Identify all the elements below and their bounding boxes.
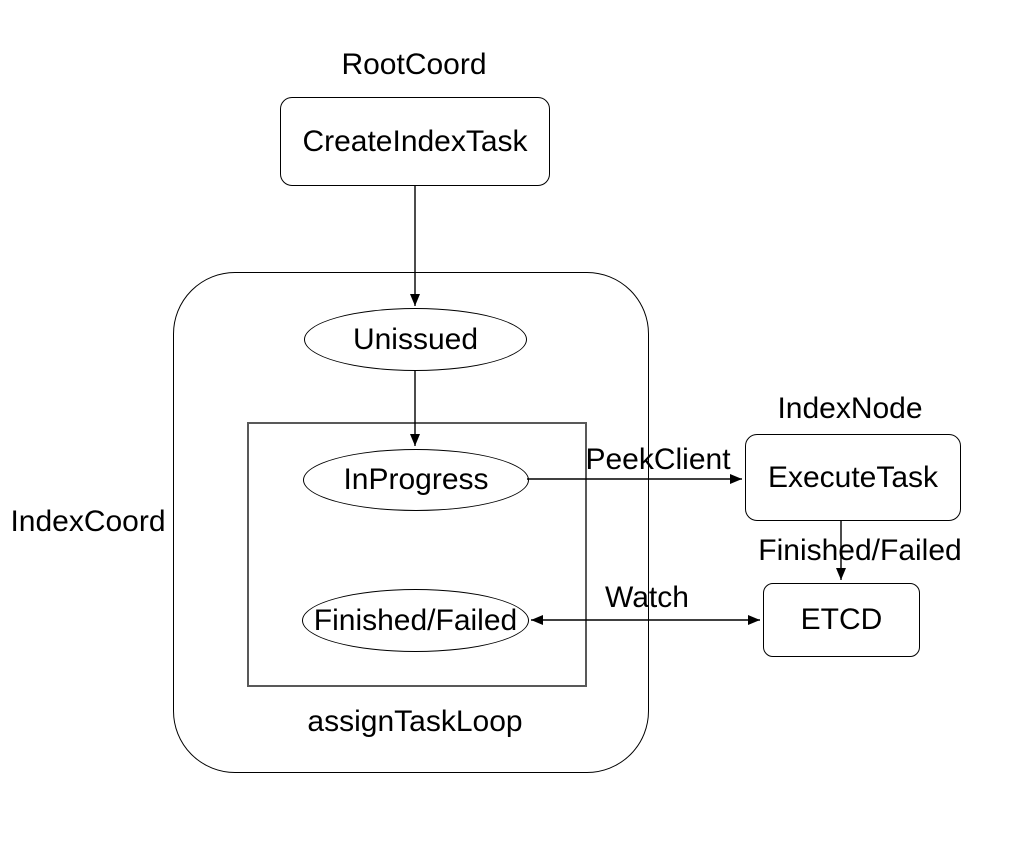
container-label-index-coord: IndexCoord — [10, 505, 166, 538]
edge-label-finished-failed: Finished/Failed — [758, 534, 962, 567]
node-etcd-label: ETCD — [800, 603, 883, 636]
edge-label-peek-client: PeekClient — [585, 443, 731, 476]
node-finished-failed: Finished/Failed — [302, 589, 529, 652]
node-execute-task-label: ExecuteTask — [767, 460, 939, 494]
edge-label-watch: Watch — [605, 581, 689, 614]
group-label-index-node: IndexNode — [777, 392, 923, 425]
node-create-index-task: CreateIndexTask — [280, 97, 550, 186]
group-label-root-coord: RootCoord — [341, 48, 487, 81]
assign-task-loop-container — [247, 422, 587, 687]
node-etcd: ETCD — [763, 583, 920, 657]
node-unissued-label: Unissued — [352, 322, 479, 356]
node-create-index-task-label: CreateIndexTask — [302, 124, 528, 158]
node-finished-failed-label: Finished/Failed — [313, 603, 518, 637]
index-coord-container — [173, 272, 649, 773]
node-execute-task: ExecuteTask — [745, 434, 961, 521]
node-in-progress-label: InProgress — [343, 463, 489, 496]
node-in-progress: InProgress — [303, 449, 529, 511]
container-label-assign-task-loop: assignTaskLoop — [307, 705, 523, 738]
